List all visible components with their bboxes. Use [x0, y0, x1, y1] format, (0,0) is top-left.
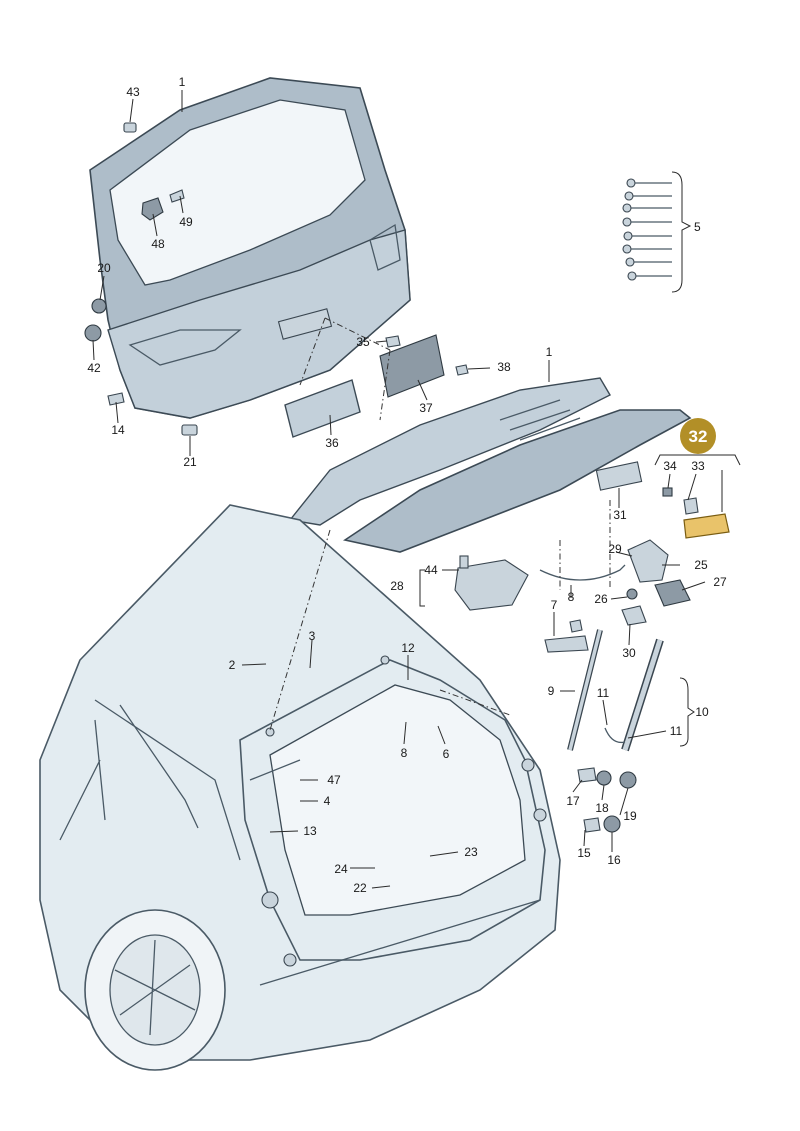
- label-47: 47: [327, 773, 341, 787]
- label-1-middle: 1: [546, 345, 553, 359]
- label-15: 15: [577, 846, 591, 860]
- label-49: 49: [179, 215, 193, 229]
- label-43: 43: [126, 85, 140, 99]
- badge-32: 32: [689, 427, 708, 446]
- label-24: 24: [334, 862, 348, 876]
- label-25: 25: [694, 558, 708, 572]
- label-30: 30: [622, 646, 636, 660]
- label-3: 3: [309, 629, 316, 643]
- label-29: 29: [608, 542, 622, 556]
- label-13: 13: [303, 824, 317, 838]
- label-27: 27: [713, 575, 727, 589]
- label-33: 33: [691, 459, 705, 473]
- label-9: 9: [548, 684, 555, 698]
- label-21: 21: [183, 455, 197, 469]
- label-4: 4: [324, 794, 331, 808]
- label-28: 28: [390, 579, 404, 593]
- label-10: 10: [695, 705, 709, 719]
- label-23: 23: [464, 845, 478, 859]
- label-11-lower: 11: [670, 724, 683, 738]
- label-48: 48: [151, 237, 165, 251]
- bolt-set-5: [622, 171, 692, 293]
- label-2: 2: [229, 658, 236, 672]
- tailgate-assembly-top: [89, 77, 411, 419]
- label-11-upper: 11: [597, 686, 610, 700]
- label-36: 36: [325, 436, 339, 450]
- label-19: 19: [623, 809, 637, 823]
- label-14: 14: [111, 423, 125, 437]
- label-8-upper: 8: [568, 590, 575, 604]
- label-5: 5: [694, 220, 701, 234]
- vehicle-body: [39, 504, 561, 1071]
- label-7: 7: [551, 598, 558, 612]
- label-6: 6: [443, 747, 450, 761]
- leader-lines: [92, 90, 706, 889]
- label-22: 22: [353, 881, 367, 895]
- label-34: 34: [663, 459, 677, 473]
- label-26: 26: [594, 592, 608, 606]
- label-20: 20: [97, 261, 111, 275]
- lock-mechanism-parts: [454, 539, 691, 653]
- tailgate-assembly-middle: [288, 377, 692, 553]
- label-42: 42: [87, 361, 101, 375]
- small-fasteners-top: [84, 122, 469, 436]
- number-plate-parts: [284, 317, 445, 438]
- label-38: 38: [497, 360, 511, 374]
- gas-struts: [567, 629, 695, 752]
- label-44: 44: [424, 563, 438, 577]
- label-35: 35: [356, 335, 370, 349]
- label-16: 16: [607, 853, 621, 867]
- label-1-top: 1: [179, 75, 186, 89]
- label-17: 17: [566, 794, 580, 808]
- label-37: 37: [419, 401, 433, 415]
- part-number-labels: 1 43 49 48 5 20 42 35 38 37 14 21 36 1 3…: [87, 75, 727, 895]
- label-31: 31: [613, 508, 627, 522]
- label-12: 12: [401, 641, 415, 655]
- highlighted-part-32: 32: [654, 418, 741, 539]
- label-18: 18: [595, 801, 609, 815]
- label-8-lower: 8: [401, 746, 408, 760]
